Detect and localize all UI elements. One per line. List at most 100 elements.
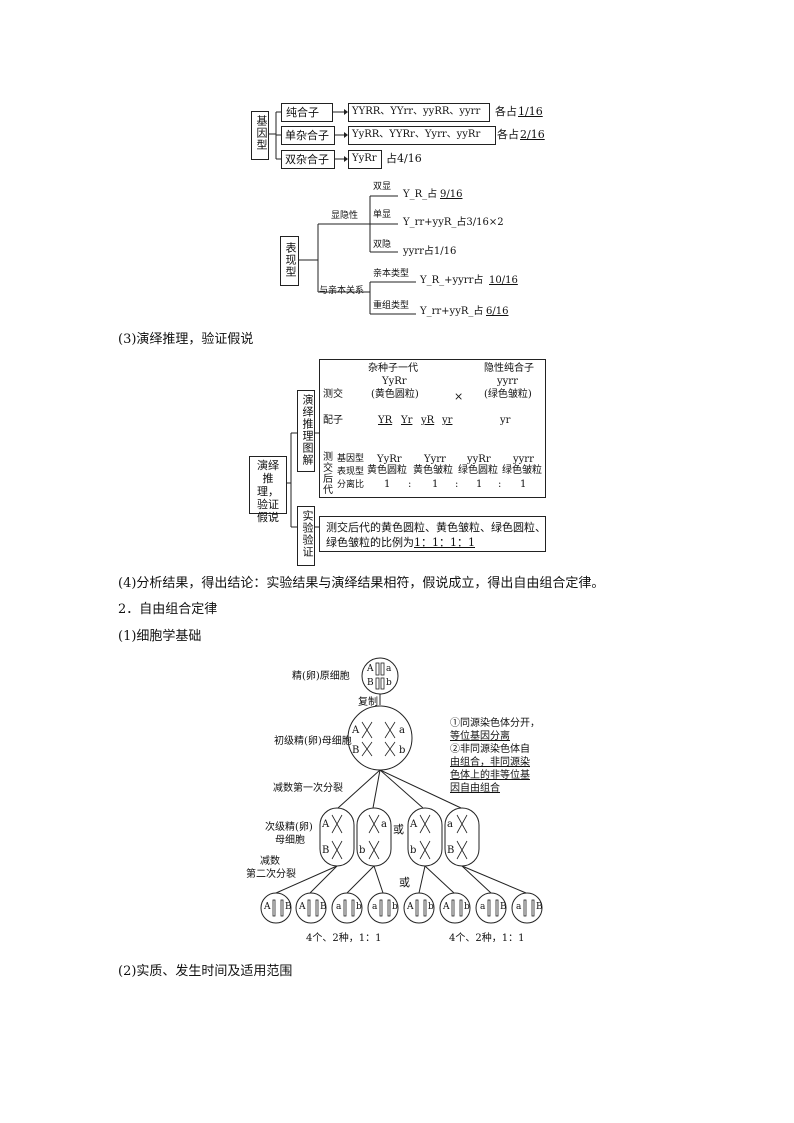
allele-g1-B: B xyxy=(285,902,292,912)
or-label-secondary: 或 xyxy=(393,823,404,836)
gamete-cell-1 xyxy=(260,892,292,924)
row-genotype-label: 基因型 xyxy=(337,454,365,464)
gamete-f1-3: yR xyxy=(421,415,435,426)
off-genotype-1: YyRr xyxy=(377,454,402,465)
gamete-cell-7 xyxy=(475,892,507,924)
division1-label: 减数第一次分裂 xyxy=(273,783,343,794)
allele-A-primordial: A xyxy=(367,664,374,674)
double-rec-label: 双隐 xyxy=(373,240,392,250)
relation-label: 与亲本关系 xyxy=(319,286,365,296)
allele-sec1-B: B xyxy=(322,845,330,856)
allele-g5-A: A xyxy=(407,902,414,912)
offspring-label: 测交后代 xyxy=(323,452,333,496)
double-dom-value: 9/16 xyxy=(440,189,463,200)
off-phenotype-2: 黄色皱粒 xyxy=(413,465,453,476)
note-2: 等位基因分离 xyxy=(450,731,510,742)
section2-2-title: (2)实质、发生时间及适用范围 xyxy=(118,964,293,979)
primordial-label: 精(卵)原细胞 xyxy=(292,671,350,682)
single-items: YyRR、YYRr、Yyrr、yyRr xyxy=(352,129,481,140)
double-label-box: 双杂合子 xyxy=(281,150,335,169)
section2-title: 2．自由组合定律 xyxy=(118,602,218,617)
row-ratio-label: 分离比 xyxy=(337,480,365,490)
recombinant-label: 重组类型 xyxy=(373,301,410,311)
single-dom-value: Y_rr+yyR_占3/16×2 xyxy=(403,217,504,228)
f1-genotype: YyRr xyxy=(382,376,407,387)
secondary-cell-2 xyxy=(356,807,392,867)
ratio-4: 1 xyxy=(520,479,527,490)
allele-g7-B: B xyxy=(500,902,507,912)
ratio-2: 1 xyxy=(432,479,439,490)
deduction-root-label: 演绎推理，验证假说 xyxy=(257,459,279,524)
double-label: 双杂合子 xyxy=(285,153,329,166)
single-label: 单杂合子 xyxy=(285,129,329,142)
allele-b-primary: b xyxy=(399,745,406,756)
allele-g5-b: b xyxy=(428,902,434,912)
allele-sec4-a: a xyxy=(447,819,453,830)
single-note-value: 2/16 xyxy=(520,128,545,141)
genotype-connectors xyxy=(268,109,416,315)
testcross-label: 测交 xyxy=(323,389,343,400)
ratio-sep-2: : xyxy=(455,479,459,490)
phenotype-root-label: 表现型 xyxy=(284,242,297,278)
allele-a-primordial: a xyxy=(386,664,392,674)
deduction-diagram-box xyxy=(319,359,546,498)
phenotype-root-box: 表现型 xyxy=(280,236,299,286)
double-items: YyRr xyxy=(352,153,377,164)
note-6: 因自由组合 xyxy=(450,783,500,794)
allele-g6-b: b xyxy=(464,902,470,912)
verify-box: 测交后代的黄色圆粒、黄色皱粒、绿色圆粒、 绿色皱粒的比例为 1：1：1：1 xyxy=(319,516,546,552)
primary-cell xyxy=(347,705,413,771)
cross-sign: × xyxy=(454,390,464,403)
f1-title: 杂种子一代 xyxy=(368,363,418,374)
allele-g2-B: B xyxy=(320,902,327,912)
section3-title: (3)演绎推理，验证假说 xyxy=(118,332,254,347)
double-dom-label: 双显 xyxy=(373,182,392,192)
gamete-cell-8 xyxy=(511,892,543,924)
allele-g3-b: b xyxy=(356,902,362,912)
allele-g7-a: a xyxy=(480,902,486,912)
allele-sec2-a: a xyxy=(381,819,387,830)
double-dom-prefix: Y_R_占 xyxy=(403,189,438,200)
replication-label: 复制 xyxy=(358,697,378,708)
ratio-3: 1 xyxy=(476,479,483,490)
single-items-box: YyRR、YYRr、Yyrr、yyRr xyxy=(348,126,496,145)
primary-label: 初级精(卵)母细胞 xyxy=(274,736,352,747)
dominance-label: 显隐性 xyxy=(331,211,359,221)
double-rec-value: yyrr占1/16 xyxy=(403,246,457,257)
allele-b-primordial: b xyxy=(386,678,392,688)
pure-items: YYRR、YYrr、yyRR、yyrr xyxy=(352,106,481,117)
result-left: 4个、2种，1：1 xyxy=(306,933,382,944)
genotype-root-label: 基因型 xyxy=(255,115,268,151)
allele-sec3-A: A xyxy=(410,819,418,830)
secondary-cell-3 xyxy=(407,807,443,867)
parental-value: 10/16 xyxy=(489,275,518,286)
secondary-label-2: 母细胞 xyxy=(275,835,305,846)
off-phenotype-4: 绿色皱粒 xyxy=(502,465,542,476)
result-right: 4个、2种，1：1 xyxy=(449,933,525,944)
allele-A-primary: A xyxy=(352,725,360,736)
off-genotype-3: yyRr xyxy=(467,454,491,465)
verify-text-2-prefix: 绿色皱粒的比例为 xyxy=(326,536,414,549)
pure-note-prefix: 各占 xyxy=(495,105,517,118)
ratio-1: 1 xyxy=(384,479,391,490)
division2-label-1: 减数 xyxy=(260,856,280,867)
recombinant-prefix: Y_rr+yyR_占 xyxy=(420,306,484,317)
allele-g4-b: b xyxy=(392,902,398,912)
allele-a-primary: a xyxy=(399,725,405,736)
note-5: 色体上的非等位基 xyxy=(450,770,530,781)
pure-note-value: 1/16 xyxy=(518,105,543,118)
diagram-label-box: 演绎推理图解 xyxy=(297,390,315,472)
gamete-f1-1: YR xyxy=(378,415,393,426)
allele-sec4-B: B xyxy=(447,845,455,856)
genotype-root-box: 基因型 xyxy=(251,111,269,160)
off-genotype-2: Yyrr xyxy=(424,454,446,465)
pure-label-box: 纯合子 xyxy=(281,103,333,122)
gamete-cell-3 xyxy=(331,892,363,924)
double-note: 占4/16 xyxy=(386,152,422,165)
f1-phenotype: (黄色圆粒) xyxy=(371,389,419,400)
section4-text: (4)分析结果，得出结论：实验结果与演绎结果相符，假说成立，得出自由组合定律。 xyxy=(118,576,605,591)
deduction-root-box: 演绎推理，验证假说 xyxy=(249,456,287,524)
single-dom-label: 单显 xyxy=(373,210,392,220)
allele-g6-A: A xyxy=(443,902,450,912)
section2-1-title: (1)细胞学基础 xyxy=(118,629,202,644)
